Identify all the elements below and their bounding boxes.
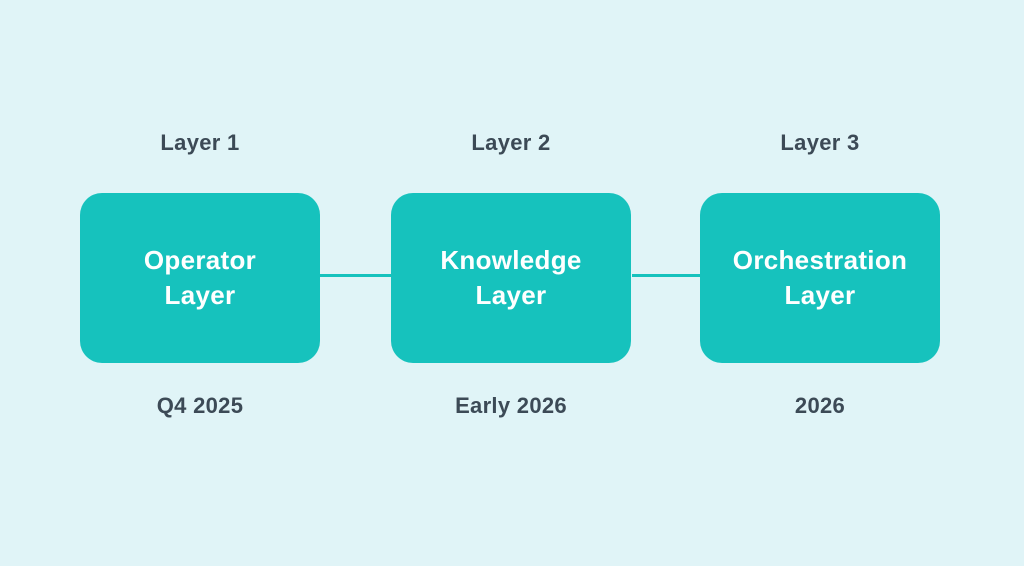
knowledge-layer-title: Knowledge Layer [440,245,582,310]
layer-1-label: Layer 1 [160,130,240,155]
orchestration-layer-box: Orchestration Layer [700,193,940,363]
connector-line-1-2 [320,274,391,277]
operator-layer-title: Operator Layer [143,245,257,310]
layer-2-date: Early 2026 [455,393,567,418]
layer-3-date: 2026 [794,393,846,418]
orchestration-layer-title: Orchestration Layer [732,245,908,310]
connector-line-2-3 [632,274,700,277]
layer-2-label: Layer 2 [471,130,551,155]
layer-1-date: Q4 2025 [156,393,244,418]
layer-3-label: Layer 3 [780,130,860,155]
knowledge-layer-box: Knowledge Layer [391,193,631,363]
operator-layer-box: Operator Layer [80,193,320,363]
